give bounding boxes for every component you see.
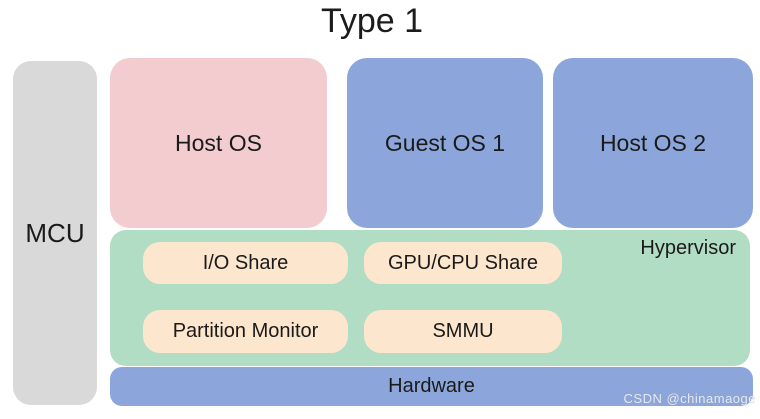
guest-os-1-box: Guest OS 1	[347, 58, 543, 228]
hypervisor-box: Hypervisor I/O Share GPU/CPU Share Parti…	[110, 230, 750, 366]
io-share-label: I/O Share	[202, 251, 289, 274]
diagram-title: Type 1	[320, 2, 424, 40]
hypervisor-label: Hypervisor	[640, 237, 736, 259]
guest-os-1-label: Guest OS 1	[384, 129, 506, 156]
io-share-box: I/O Share	[143, 242, 348, 284]
partition-monitor-box: Partition Monitor	[143, 310, 348, 353]
host-os-2-box: Host OS 2	[553, 58, 753, 228]
gpu-cpu-share-label: GPU/CPU Share	[387, 251, 539, 274]
host-os-box: Host OS	[110, 58, 327, 228]
partition-monitor-label: Partition Monitor	[172, 320, 319, 342]
watermark: CSDN @chinamaoge	[623, 391, 756, 406]
mcu-box: MCU	[13, 61, 97, 405]
host-os-2-label: Host OS 2	[599, 129, 707, 156]
smmu-label: SMMU	[432, 320, 494, 342]
hardware-box: Hardware	[110, 367, 753, 406]
host-os-label: Host OS	[175, 129, 262, 156]
hardware-label: Hardware	[388, 375, 475, 397]
smmu-box: SMMU	[364, 310, 562, 353]
mcu-label: MCU	[25, 217, 85, 248]
gpu-cpu-share-box: GPU/CPU Share	[364, 242, 562, 284]
